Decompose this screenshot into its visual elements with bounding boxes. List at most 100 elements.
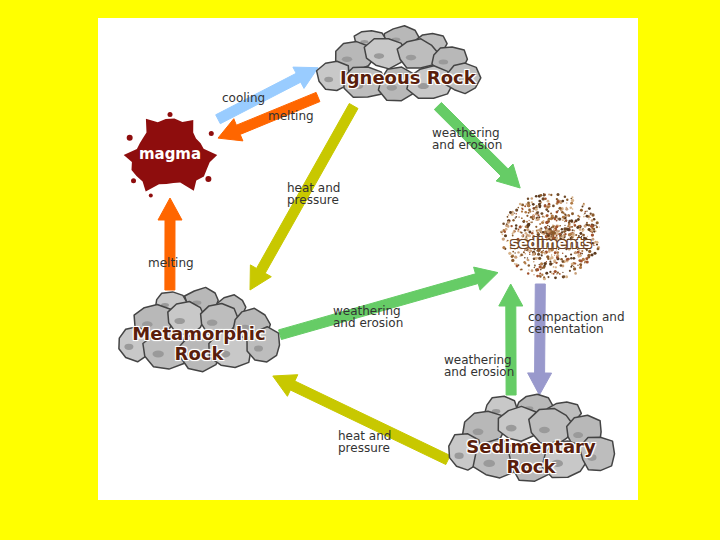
sediment-grain (552, 205, 555, 208)
sediment-grain (522, 209, 524, 211)
sediment-grain (571, 199, 574, 202)
sediment-grain (579, 266, 582, 269)
sediment-grain (570, 257, 572, 259)
sediment-grain (507, 225, 509, 227)
sediment-grain (573, 230, 575, 232)
sediment-grain (516, 265, 519, 268)
sediment-grain (549, 260, 551, 262)
sediment-grain (538, 257, 541, 260)
sediment-grain (548, 205, 550, 207)
sediment-grain (528, 264, 531, 267)
sediment-grain (555, 266, 557, 268)
sediment-grain (527, 257, 528, 258)
sediment-grain (504, 234, 507, 237)
sediment-grain (561, 211, 564, 214)
sediment-grain (595, 224, 596, 225)
sediment-grain (554, 255, 555, 256)
sediment-grain (584, 213, 586, 215)
sediment-grain (506, 223, 508, 225)
sediment-grain (564, 196, 566, 198)
sediment-grain (502, 237, 505, 240)
sediments-node: sediments (498, 188, 604, 284)
rock-speck (473, 429, 484, 436)
sediment-grain (552, 226, 554, 228)
sediment-grain (514, 213, 515, 214)
sediment-grain (527, 197, 529, 199)
sediment-grain (552, 231, 555, 234)
sediment-grain (554, 261, 556, 263)
sediment-grain (573, 266, 574, 267)
sediment-grain (579, 228, 582, 231)
igneous-rock-node: Igneous Rock (318, 28, 478, 106)
sediment-grain (586, 222, 588, 224)
sediment-grain (596, 221, 599, 224)
sediment-grain (577, 265, 579, 267)
sediment-grain (538, 257, 541, 260)
sediment-grain (556, 211, 559, 214)
sediment-grain (577, 215, 579, 217)
sediment-grain (532, 211, 534, 213)
sediment-grain (574, 251, 577, 254)
sediment-grain (502, 233, 504, 235)
sediment-grain (536, 205, 538, 207)
sediment-grain (545, 226, 547, 228)
sediment-grain (548, 218, 551, 221)
sediment-grain (583, 216, 585, 218)
sediment-grain (524, 229, 526, 231)
sediment-grain (570, 202, 573, 205)
arrow-label: compaction and cementation (528, 311, 648, 335)
sediment-grain (560, 258, 563, 261)
sediment-grain (540, 194, 543, 197)
sediment-grain (562, 276, 564, 278)
arrow-label: heat and pressure (338, 430, 413, 454)
sediment-grain (556, 220, 558, 222)
sediment-grain (543, 193, 544, 194)
sediment-grain (565, 208, 568, 211)
sediment-grain (580, 259, 583, 262)
sediment-grain (595, 241, 598, 244)
sediment-grain (502, 222, 505, 225)
sediment-grain (515, 224, 517, 226)
sediment-grain (597, 247, 600, 250)
sediment-grain (561, 228, 563, 230)
sediment-grain (580, 263, 583, 266)
sediment-grain (529, 252, 531, 254)
sediment-grain (501, 231, 502, 232)
sediment-grain (556, 256, 558, 258)
sediment-grain (567, 228, 570, 231)
sediment-grain (574, 272, 577, 275)
sediment-grain (537, 257, 538, 258)
sediment-grain (533, 232, 534, 233)
sediment-grain (590, 225, 593, 228)
sediment-grain (587, 216, 589, 218)
sediment-grain (524, 257, 526, 259)
sediment-grain (596, 226, 598, 228)
sediment-grain (512, 219, 514, 221)
sediment-grain (568, 228, 571, 231)
sediment-grain (521, 218, 522, 219)
rock-speck (324, 77, 333, 83)
sediment-grain (545, 272, 548, 275)
sediment-grain (572, 229, 574, 231)
sediment-grain (557, 272, 559, 274)
node-label: Metamorphic Rock (128, 324, 270, 364)
sediment-grain (537, 214, 539, 216)
node-label: Igneous Rock (340, 68, 478, 88)
sediment-grain (560, 264, 563, 267)
sediment-grain (527, 223, 530, 226)
sediment-grain (549, 262, 552, 265)
magma-drop (127, 135, 133, 141)
sediment-grain (581, 253, 583, 255)
sediment-grain (573, 223, 574, 224)
sediment-grain (538, 229, 541, 232)
sediment-grain (574, 262, 576, 264)
sediment-grain (531, 197, 534, 200)
sediment-grain (556, 200, 559, 203)
sediment-grain (533, 274, 534, 275)
rock-speck (539, 427, 550, 434)
arrow-label: weathering and erosion (333, 305, 423, 329)
sediment-grain (526, 228, 529, 231)
sediment-grain (574, 224, 577, 227)
sediment-grain (576, 226, 579, 229)
